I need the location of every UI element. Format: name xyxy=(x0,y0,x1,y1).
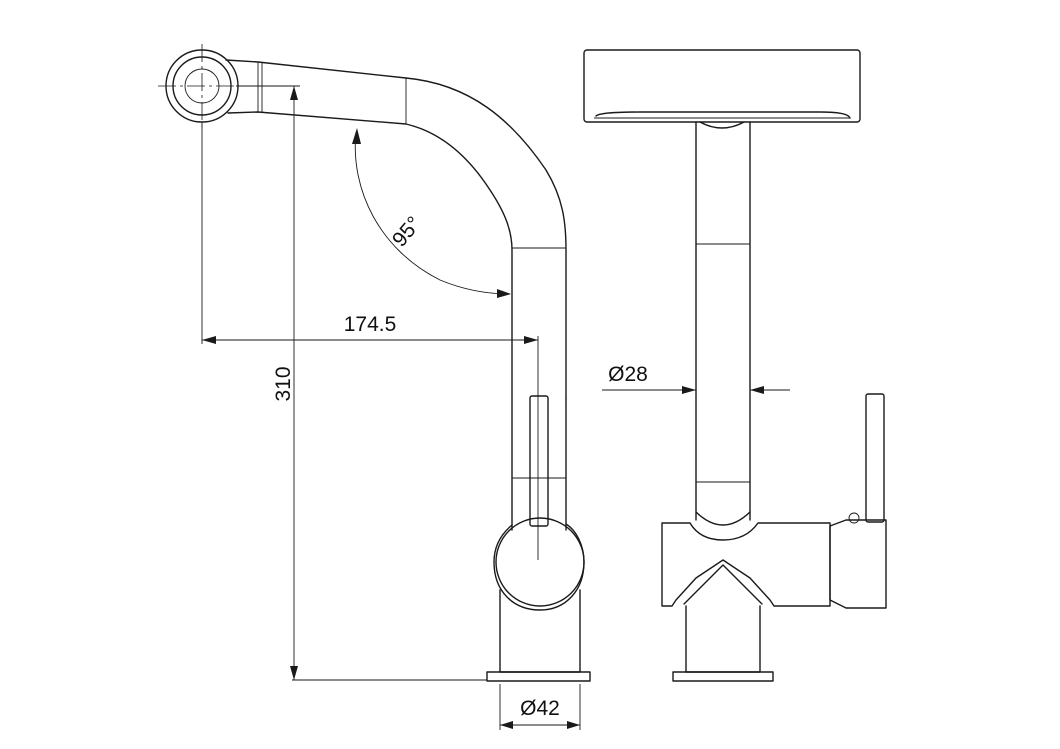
aerator-head xyxy=(158,44,246,128)
dimension-height: 310 xyxy=(236,85,487,681)
reach-label: 174.5 xyxy=(344,313,397,336)
side-view: 310 174.5 95° Ø42 xyxy=(158,44,591,730)
height-label: 310 xyxy=(272,366,295,401)
front-view: Ø28 xyxy=(583,49,887,682)
handle-lever xyxy=(529,395,549,527)
valve-body xyxy=(486,517,591,682)
base-diameter-label: Ø42 xyxy=(520,697,560,720)
front-handle xyxy=(829,393,887,609)
spout-body xyxy=(225,59,567,531)
spout-diameter-label: Ø28 xyxy=(608,363,648,386)
dimension-base-diameter: Ø42 xyxy=(499,684,581,730)
dimension-angle: 95° xyxy=(352,128,511,298)
dimension-spout-diameter: Ø28 xyxy=(602,363,790,394)
front-spout xyxy=(695,121,751,526)
spray-head xyxy=(583,49,861,129)
front-valve-body xyxy=(661,522,831,682)
dimension-reach: 174.5 xyxy=(201,122,539,560)
